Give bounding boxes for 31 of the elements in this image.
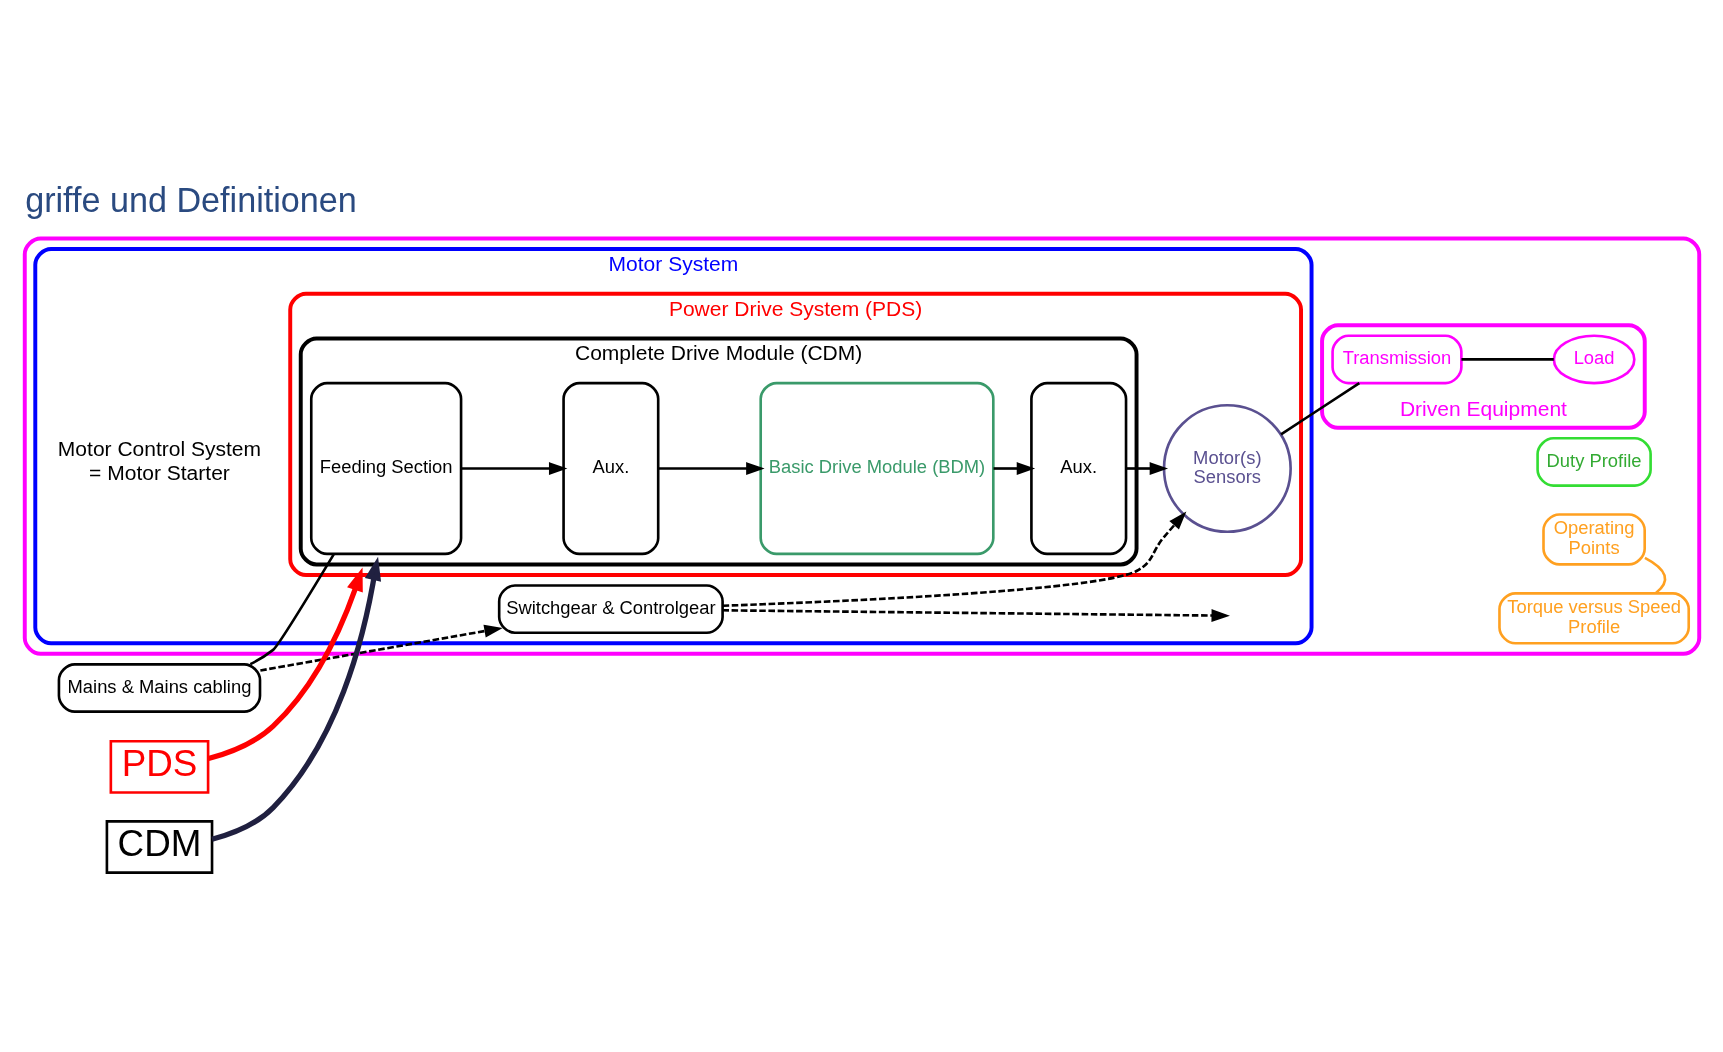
arrow — [259, 624, 503, 672]
node-box: Aux. — [1029, 381, 1127, 556]
arrow — [210, 556, 381, 842]
arrow — [993, 462, 1035, 475]
arrow — [722, 511, 1186, 608]
node-box: Duty Profile — [1535, 436, 1652, 487]
cluster — [22, 236, 1701, 656]
node-box: Operating Points — [1541, 513, 1646, 566]
connector — [1643, 556, 1666, 595]
arrow — [722, 609, 1230, 622]
node-box: Basic Drive Module (BDM) — [758, 381, 995, 556]
arrow — [207, 567, 363, 762]
arrow — [658, 462, 765, 475]
node-box: Feeding Section — [309, 381, 462, 556]
node-box: Mains & Mains cabling — [57, 663, 261, 713]
connector — [249, 553, 335, 666]
label: Motor Control System — [57, 437, 261, 461]
node-ellipse: Load — [1552, 334, 1636, 385]
arrow — [460, 462, 567, 475]
node-box: Switchgear & Controlgear — [497, 584, 724, 635]
node-box: CDM — [105, 820, 213, 874]
connector — [1460, 358, 1554, 361]
arrow — [1125, 462, 1168, 475]
node-circle: Motor(s) Sensors — [1162, 403, 1292, 534]
node-box: Aux. — [561, 381, 659, 556]
node-box: Torque versus Speed Profile — [1497, 592, 1690, 645]
node-box: PDS — [109, 739, 209, 794]
diagram-title: griffe und Definitionen — [24, 180, 357, 219]
connector — [1279, 382, 1360, 436]
node-box: Transmission — [1330, 334, 1463, 385]
label: = Motor Starter — [88, 461, 230, 485]
